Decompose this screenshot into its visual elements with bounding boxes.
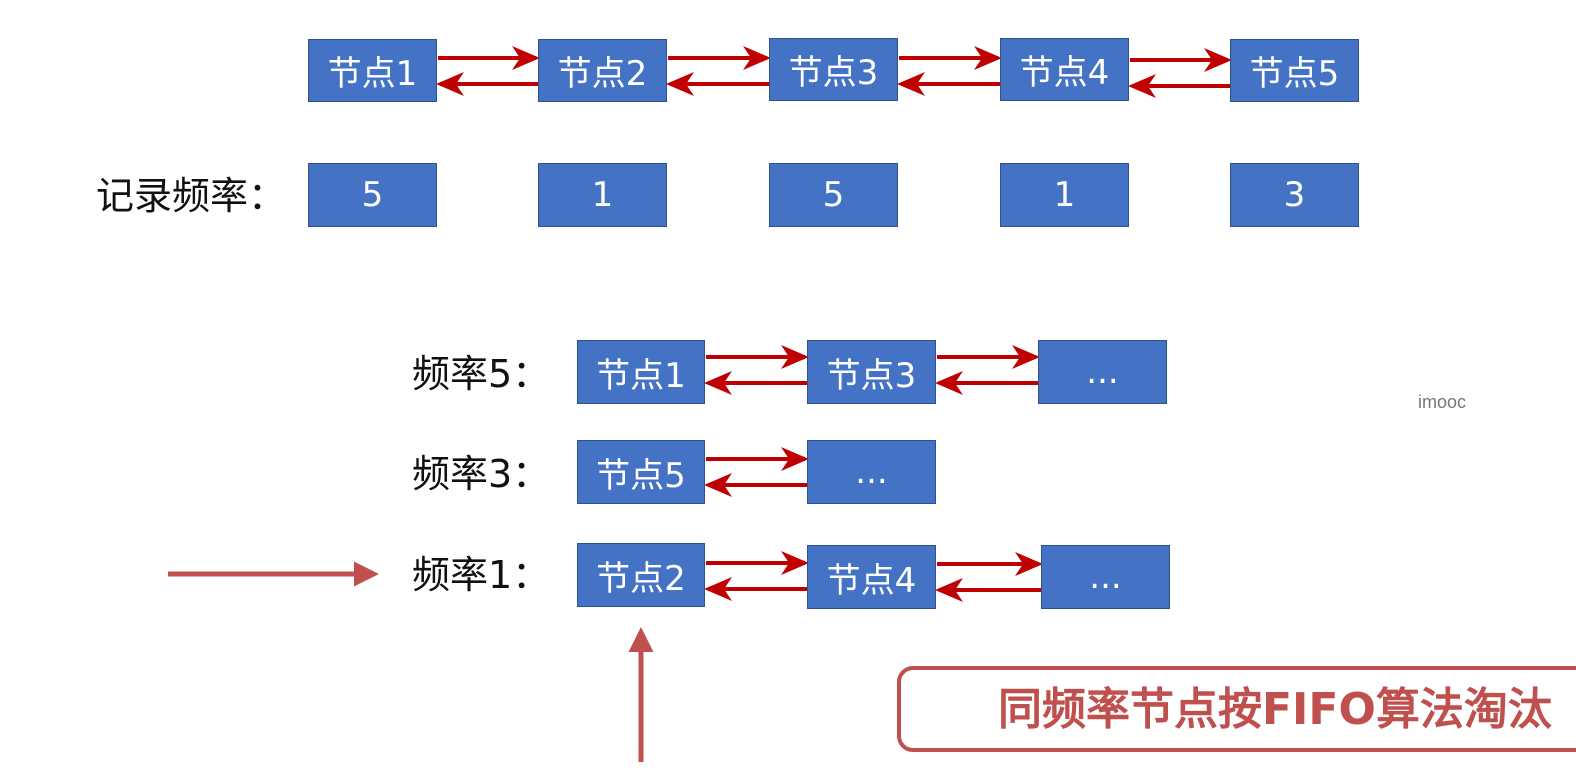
top-list-node-5: 节点5	[1230, 39, 1359, 102]
imooc-watermark: imooc	[1418, 392, 1467, 412]
frequency-row-label: 记录频率：	[96, 174, 287, 218]
top-list-node-3: 节点3	[769, 38, 898, 101]
bucket-freq1-node-3: ...	[1041, 545, 1170, 609]
bucket-freq3-node-1: 节点5	[577, 440, 705, 504]
bucket-freq5-node-1: 节点1	[577, 340, 705, 404]
frequency-value-2: 1	[538, 163, 667, 227]
fifo-eviction-callout: 同频率节点按FIFO算法淘汰	[897, 666, 1576, 752]
top-list-node-1: 节点1	[308, 39, 437, 102]
bucket-freq5-node-2: 节点3	[807, 340, 936, 404]
frequency-value-4: 1	[1000, 163, 1129, 227]
bucket-freq1-node-1: 节点2	[577, 543, 705, 607]
bucket-label-freq3: 频率3：	[412, 452, 551, 496]
top-list-node-4: 节点4	[1000, 38, 1129, 101]
bucket-freq5-node-3: ...	[1038, 340, 1167, 404]
top-list-node-2: 节点2	[538, 39, 667, 102]
frequency-value-3: 5	[769, 163, 898, 227]
bucket-label-freq5: 频率5：	[412, 352, 551, 396]
callout-text: 同频率节点按FIFO算法淘汰	[998, 684, 1552, 735]
bucket-label-freq1: 频率1：	[412, 553, 551, 597]
bucket-freq3-node-2: ...	[807, 440, 936, 504]
frequency-value-1: 5	[308, 163, 437, 227]
bucket-freq1-node-2: 节点4	[807, 545, 936, 609]
link-arrows-group	[436, 46, 1232, 602]
frequency-value-5: 3	[1230, 163, 1359, 227]
